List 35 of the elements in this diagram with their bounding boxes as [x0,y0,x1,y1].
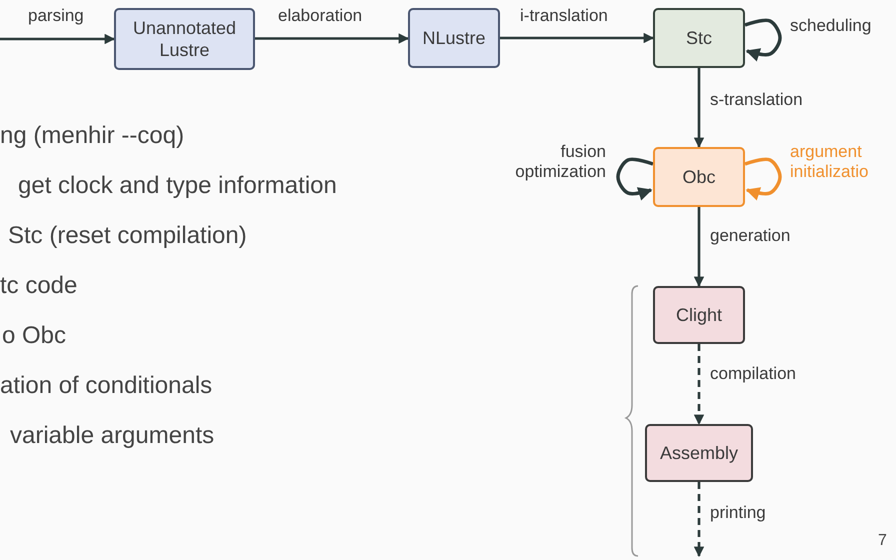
arrow [694,344,704,426]
bullet-text: tc code [0,272,78,300]
process-box [114,8,255,70]
loop-arrow [616,158,654,200]
node-label: Assembly [660,442,738,464]
node-label: Obc [682,166,716,188]
process-box [653,147,745,207]
arrow [694,482,704,558]
bullet-text: variable arguments [10,422,214,450]
node-label: Stc [686,26,712,50]
node-label: NLustre [422,26,486,50]
node-label: Unannotated Lustre [132,16,238,62]
edge-label: printing [708,503,768,524]
loop-arrow [744,18,782,62]
arrow [500,32,654,44]
bullet-text: o Obc [2,322,66,350]
node-label: Clight [676,304,722,326]
bullet-text: Stc (reset compilation) [8,222,247,250]
process-box [653,8,745,68]
edge-label: parsing [26,6,86,26]
arrow [694,68,704,148]
process-box [653,286,745,344]
process-box [408,8,500,68]
bullet-text: ation of conditionals [0,372,212,400]
arrow [0,34,116,44]
arrow [694,207,704,288]
page-number: 7 [878,532,887,550]
edge-label: scheduling [788,16,874,36]
edge-label: compilation [708,364,798,384]
loop-arrow [744,158,782,200]
edge-label: generation [708,226,792,246]
process-box [645,424,753,482]
bullet-text: get clock and type information [18,172,337,200]
bullet-text: ng (menhir --coq) [0,122,184,150]
arrow [255,33,410,44]
